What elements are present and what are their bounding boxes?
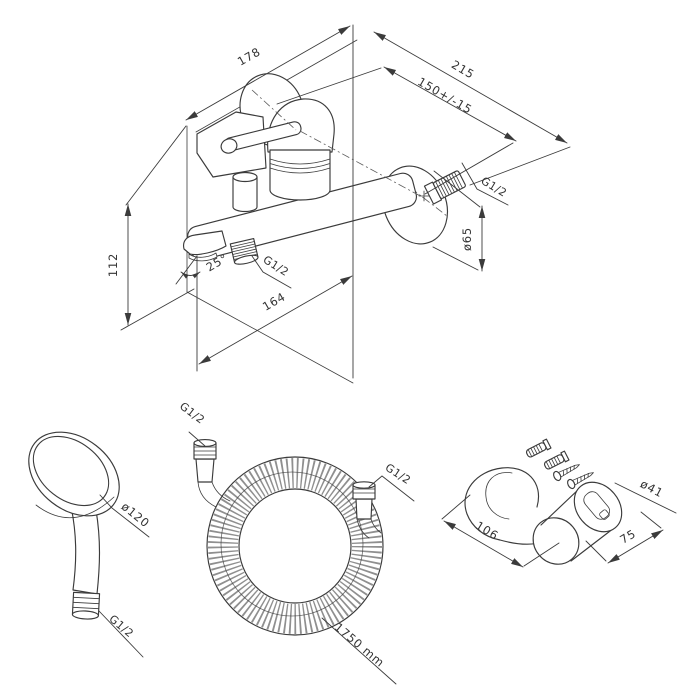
hose-coil: [206, 456, 384, 636]
bath-mixer-drawing: [182, 39, 466, 384]
mounting-screw: [567, 472, 594, 490]
hose-thread-top-label: G1/2: [177, 400, 207, 427]
wall-plug: [543, 450, 570, 470]
dim-hose-length-label: 1750 mm: [332, 620, 388, 670]
center-marks: [251, 89, 430, 202]
hose-thread-bottom-label: G1/2: [383, 461, 413, 487]
dim-width-bottom-label: 164: [260, 289, 288, 313]
wall-plug: [525, 438, 552, 458]
hand-shower-thread-label: G1/2: [106, 612, 136, 640]
diverter-knob: [232, 171, 258, 213]
hose-fitting-top: [193, 439, 231, 508]
dim-flange-diameter-label: ø65: [460, 227, 474, 251]
cartridge: [269, 149, 331, 201]
spout: [182, 230, 227, 262]
dim-head-diameter-label: ø120: [119, 499, 153, 530]
thread-wall-label: G1/2: [479, 174, 510, 199]
hand-shower-rim: [35, 496, 115, 519]
shower-hose-drawing: G1/2 G1/2 1750 mm: [177, 400, 415, 685]
hose-fitting-bottom: [352, 481, 382, 539]
wall-bracket-drawing: 106 75 ø41: [441, 438, 677, 568]
dim-width-top-label: 178: [235, 44, 263, 68]
dim-inlet-spacing-label: 150+/-15: [415, 74, 475, 116]
thread-spout-label: G1/2: [261, 253, 291, 279]
dim-bracket-depth-label: 75: [617, 526, 638, 546]
hand-shower-thread: [71, 591, 101, 620]
hand-shower-face: [32, 435, 110, 507]
hand-shower-head: [28, 431, 120, 517]
mixer-lever: [220, 121, 302, 154]
dim-height-label: 112: [106, 253, 120, 277]
hand-shower-drawing: ø120 G1/2: [28, 431, 153, 658]
spout-thread: [229, 237, 259, 265]
bracket-hook: [464, 467, 546, 545]
mounting-screw: [553, 464, 580, 482]
